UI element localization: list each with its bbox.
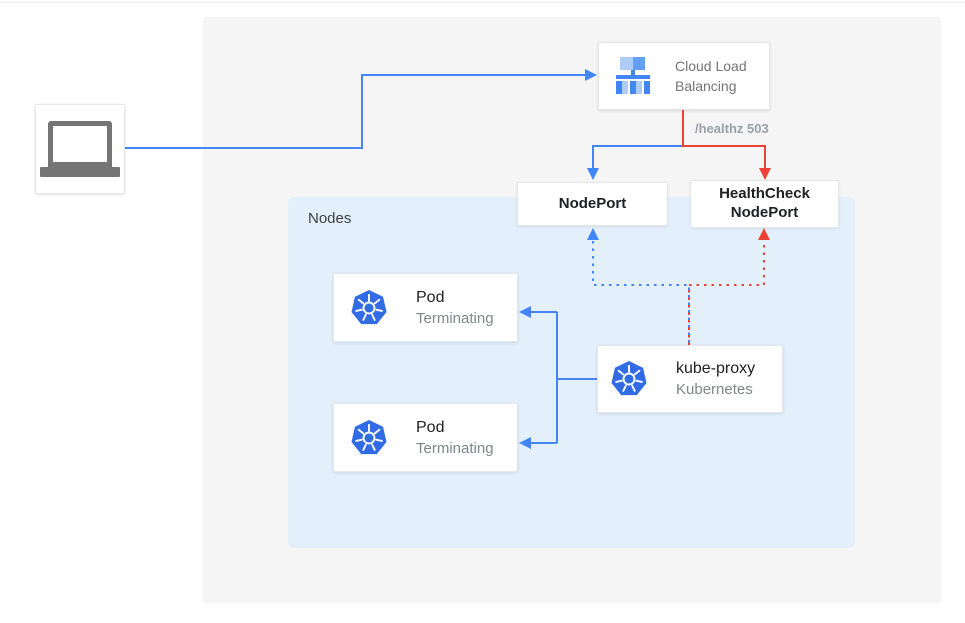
- load-balancer-icon: [616, 57, 650, 94]
- pod-card-1: Pod Terminating: [333, 273, 518, 342]
- pod-status: Terminating: [416, 439, 494, 457]
- kubernetes-icon: [351, 289, 387, 324]
- kubernetes-icon: [351, 419, 387, 454]
- client-card: [35, 104, 125, 194]
- kube-proxy-card: kube-proxy Kubernetes: [597, 345, 783, 413]
- kubernetes-icon: [611, 361, 647, 396]
- healthcheck-nodeport-label: HealthCheck NodePort: [719, 185, 810, 221]
- pod-title: Pod: [416, 418, 445, 436]
- nodes-panel-label: Nodes: [308, 210, 352, 227]
- healthcheck-nodeport-card: HealthCheck NodePort: [690, 180, 839, 228]
- top-divider: [0, 2, 965, 3]
- pod-card-2: Pod Terminating: [333, 403, 518, 472]
- healthz-edge-label: /healthz 503: [695, 121, 769, 136]
- cloud-lb-label: Cloud Load Balancing: [675, 57, 747, 94]
- pod-status: Terminating: [416, 309, 494, 327]
- nodeport-label: NodePort: [558, 194, 627, 212]
- kube-proxy-subtitle: Kubernetes: [676, 381, 753, 398]
- kube-proxy-title: kube-proxy: [676, 360, 756, 377]
- pod-title: Pod: [416, 288, 445, 306]
- cloud-load-balancing-card: Cloud Load Balancing: [598, 42, 770, 110]
- nodeport-card: NodePort: [517, 182, 668, 226]
- laptop-icon: [40, 121, 120, 177]
